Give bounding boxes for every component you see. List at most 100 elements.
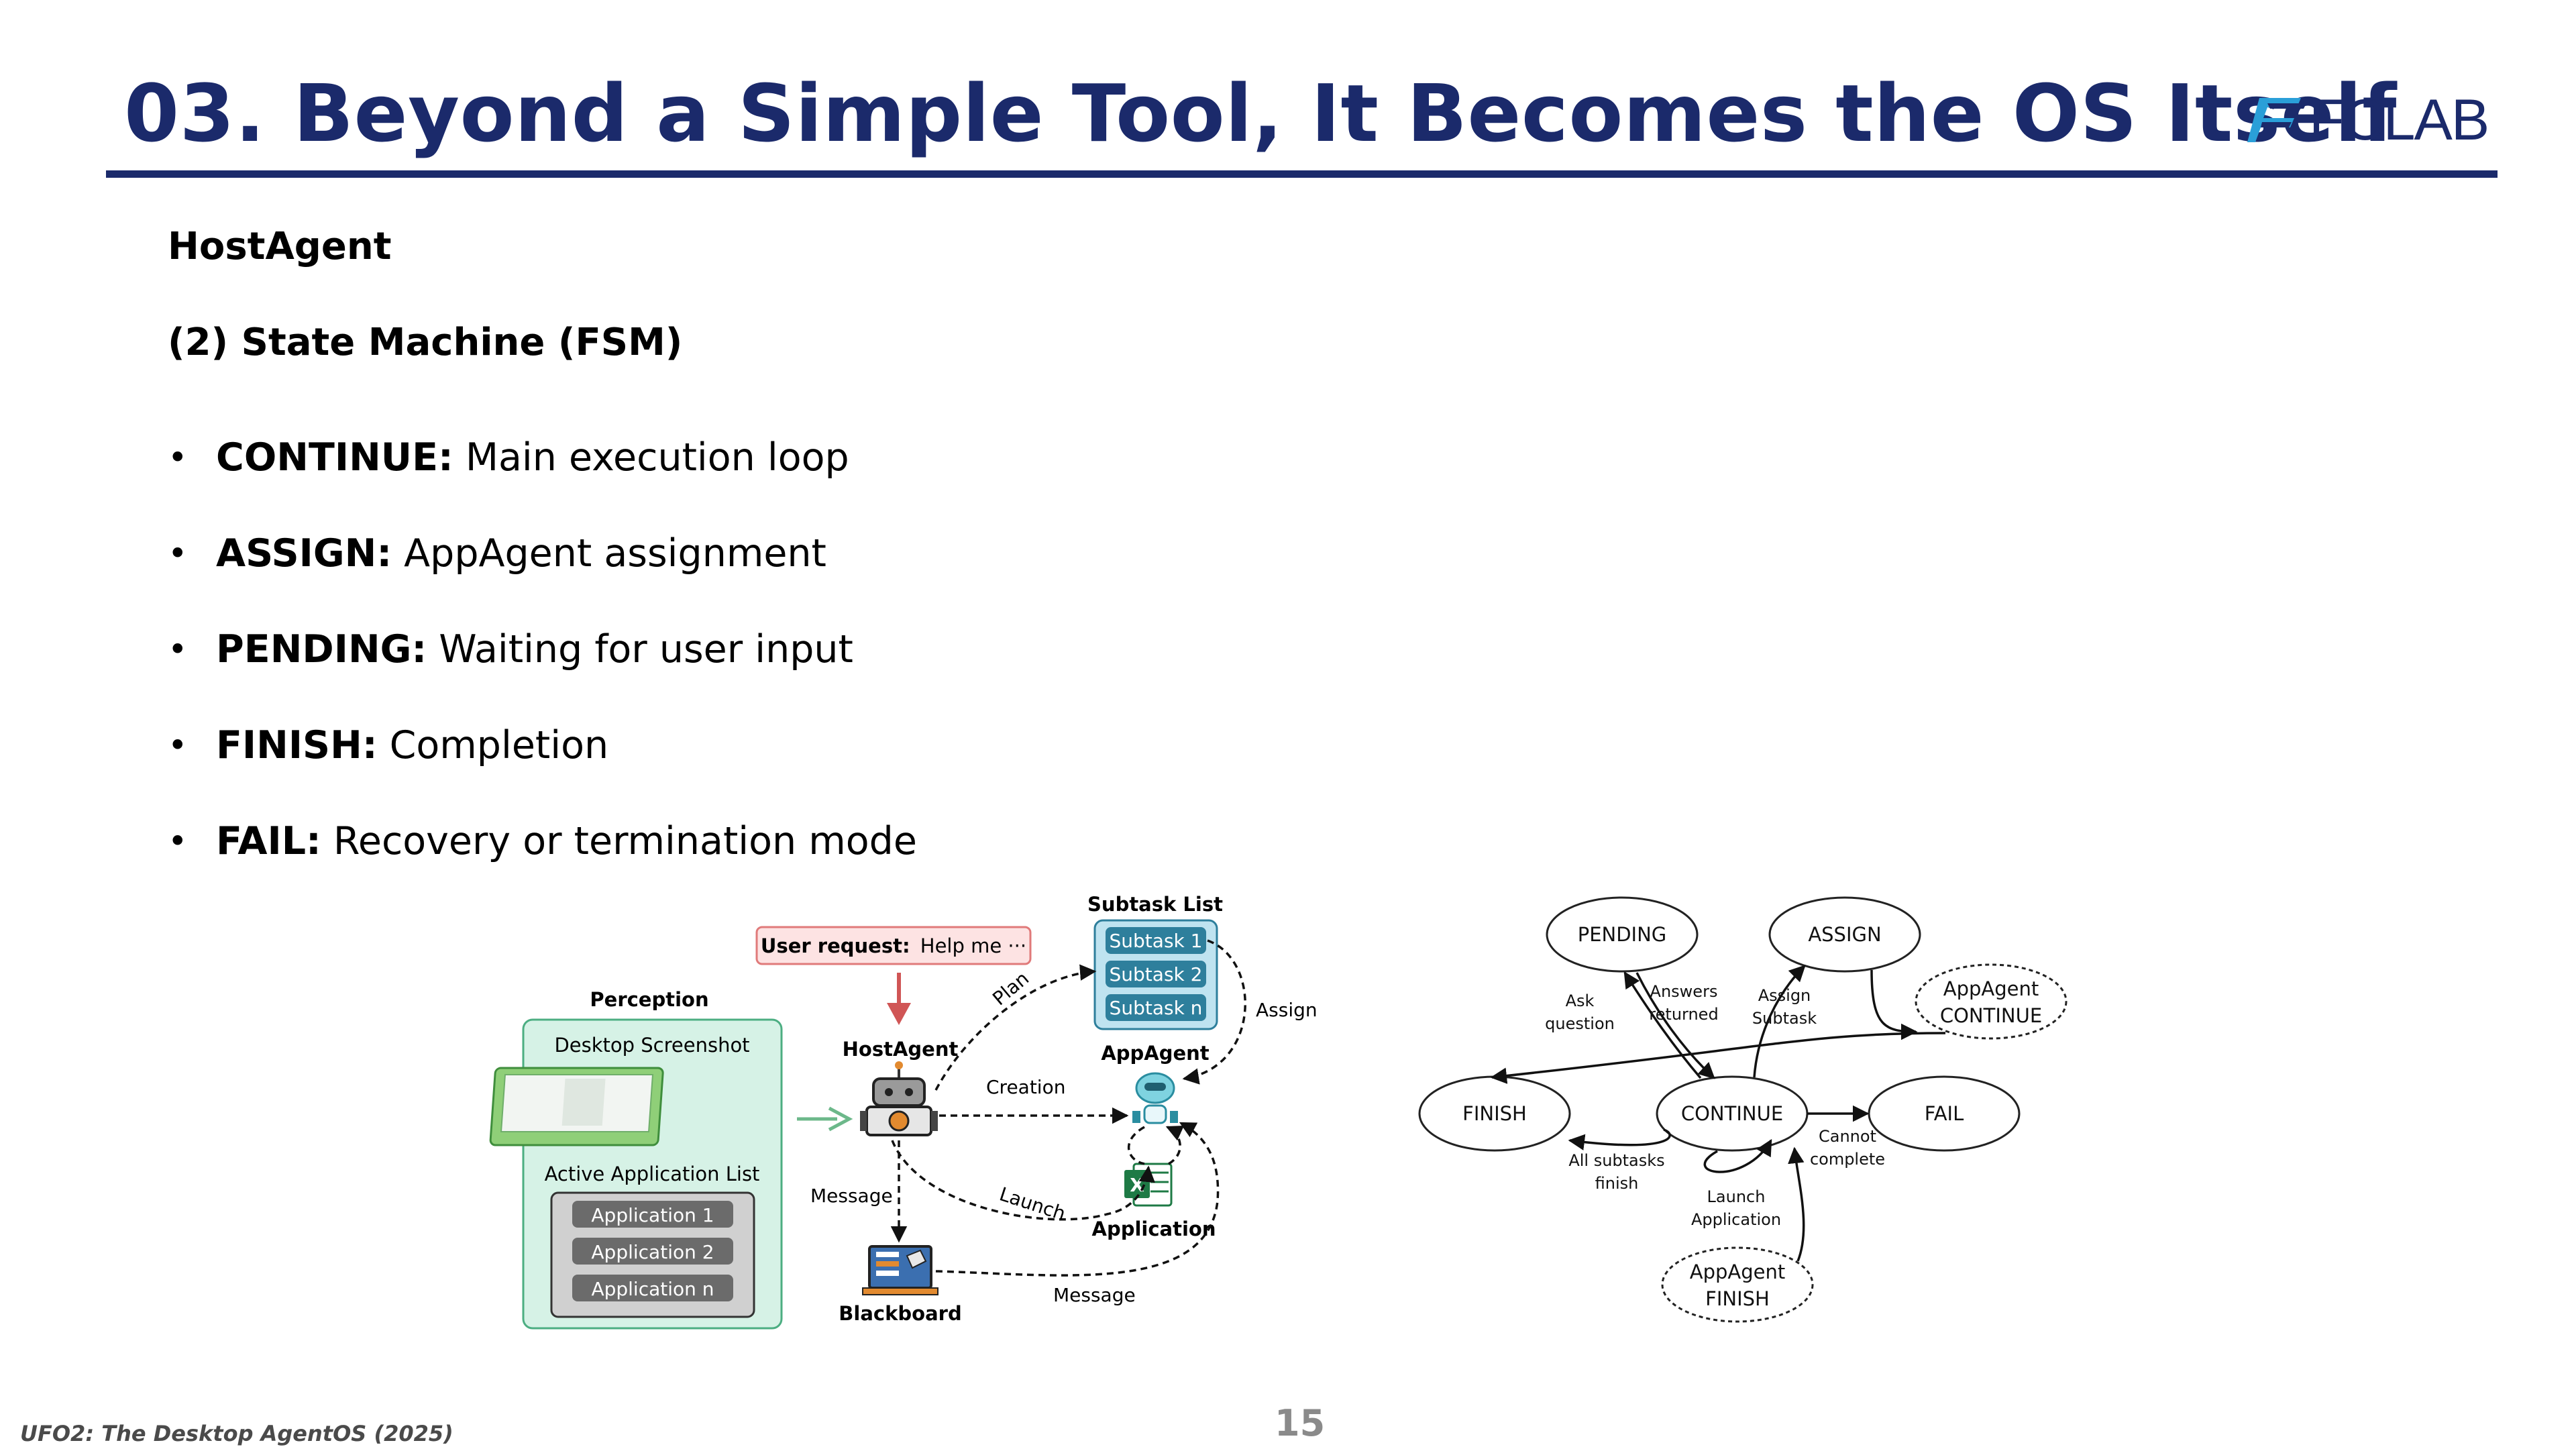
title-divider [106,170,2498,178]
bullet-term: FINISH: [216,722,378,767]
logo-text: FCLAB [2309,88,2489,152]
app-item-label: Application n [591,1278,714,1300]
state-pending-label: PENDING [1578,923,1667,946]
appagent-app-loop [1128,1126,1145,1165]
state-finish-label: FINISH [1462,1102,1527,1125]
bullet-term: FAIL: [216,818,321,863]
fclab-logo-icon [2247,98,2306,142]
host-agent-label: HostAgent [843,1038,959,1061]
creation-edge-label: Creation [986,1076,1065,1098]
user-request-box [755,926,1032,965]
state-pending [1546,896,1699,973]
subtask-list-title: Subtask List [1087,893,1223,916]
bullet-desc: Waiting for user input [439,627,853,672]
bullet-dot: • [168,437,188,477]
app-agent-icon [1132,1072,1178,1124]
blackboard-label: Blackboard [839,1302,961,1325]
edge-label-assign-subtask-1: Assign [1758,986,1811,1005]
message-bottom-label: Message [1053,1284,1136,1306]
perception-title: Perception [590,988,708,1011]
bullet-term: CONTINUE: [216,435,453,480]
app-agent-label: AppAgent [1101,1042,1209,1065]
state-continue-label: CONTINUE [1681,1102,1783,1125]
subtask-item-label: Subtask n [1110,997,1203,1019]
svg-text:User request: Help me ···: User request: Help me ··· [761,934,1026,957]
bullet-item: • FAIL: Recovery or termination mode [168,793,917,889]
user-request-label: User request: [761,934,910,957]
footer-reference: UFO2: The Desktop AgentOS (2025) [20,1421,453,1446]
bullet-item: • FINISH: Completion [168,697,917,793]
app-item: Application n [572,1275,733,1301]
state-appagent-continue-line2: CONTINUE [1940,1004,2042,1027]
subtask-item: Subtask 2 [1106,961,1206,987]
bullet-dot: • [168,533,188,573]
section-subheading: (2) State Machine (FSM) [168,321,683,364]
edge-assign-to-appagent [1870,969,1918,1040]
bullet-item: • PENDING: Waiting for user input [168,601,917,697]
message-left-label: Message [810,1185,893,1207]
bullet-desc: Recovery or termination mode [333,818,917,863]
edge-all-subtasks-finish [1568,1128,1671,1150]
message-bottom-edge [935,1122,1220,1277]
bullet-item: • ASSIGN: AppAgent assignment [168,505,917,601]
application-label: Application [1092,1218,1216,1240]
app-item-label: Application 2 [591,1241,714,1263]
state-appagent-finish-line2: FINISH [1705,1287,1770,1310]
edge-label-cannot-complete-2: complete [1810,1150,1885,1169]
bullet-desc: Completion [389,722,609,767]
request-down-arrow [887,973,911,1025]
bullet-dot: • [168,725,188,765]
fclab-logo: FCLAB [2247,86,2502,153]
perception-arrow [797,1106,853,1132]
bullet-desc: Main execution loop [465,435,849,480]
page-title: 03. Beyond a Simple Tool, It Becomes the… [124,67,2397,160]
app-appagent-loop [1165,1125,1185,1165]
subtask-item: Subtask n [1106,994,1206,1021]
bullet-desc: AppAgent assignment [404,531,826,576]
page-number: 15 [1275,1402,1326,1444]
bullet-term: PENDING: [216,627,427,672]
state-appagent-continue [1915,963,2068,1040]
state-appagent-finish [1661,1246,1814,1323]
state-fail-label: FAIL [1925,1102,1964,1125]
desktop-screenshot-icon [489,1067,664,1146]
bullet-dot: • [168,821,188,861]
blackboard-icon [862,1245,938,1295]
subtask-item: Subtask 1 [1106,927,1206,954]
edge-label-cannot-complete-1: Cannot [1819,1127,1876,1146]
desktop-screenshot-label: Desktop Screenshot [554,1034,749,1057]
edge-label-launch-app-1: Launch [1707,1187,1766,1206]
app-item: Application 2 [572,1238,733,1265]
state-appagent-finish-line1: AppAgent [1690,1260,1786,1283]
edge-appagent-finish-to-continue [1788,1146,1805,1262]
edge-appagent-continue-to-finish [1490,1032,1946,1084]
app-item: Application 1 [572,1201,733,1228]
bullet-list: • CONTINUE: Main execution loop • ASSIGN… [168,409,917,889]
edge-label-answers-returned-2: returned [1649,1005,1718,1024]
bullet-dot: • [168,629,188,669]
bullet-item: • CONTINUE: Main execution loop [168,409,917,505]
edge-label-all-subtasks-2: finish [1595,1174,1639,1193]
state-appagent-continue-line1: AppAgent [1943,977,2039,1000]
bullet-term: ASSIGN: [216,531,392,576]
edge-label-assign-subtask-2: Subtask [1752,1009,1817,1028]
edge-label-launch-app-2: Application [1691,1210,1781,1229]
active-app-list-label: Active Application List [545,1163,760,1185]
section-heading: HostAgent [168,225,392,268]
edge-assign-subtask [1753,965,1806,1078]
edge-ask-question [1623,971,1702,1079]
edge-label-answers-returned-1: Answers [1650,982,1718,1001]
state-assign [1768,896,1921,973]
user-request-text: Help me ··· [920,934,1026,957]
edge-label-ask-question-1: Ask [1566,991,1595,1010]
edge-launch-application [1703,1138,1772,1173]
plan-edge [934,964,1097,1091]
app-item-label: Application 1 [591,1204,714,1226]
subtask-item-label: Subtask 1 [1110,930,1203,952]
edge-label-all-subtasks-1: All subtasks [1568,1151,1664,1170]
edge-label-ask-question-2: question [1545,1014,1615,1033]
assign-edge-label: Assign [1256,999,1318,1021]
state-assign-label: ASSIGN [1808,923,1881,946]
